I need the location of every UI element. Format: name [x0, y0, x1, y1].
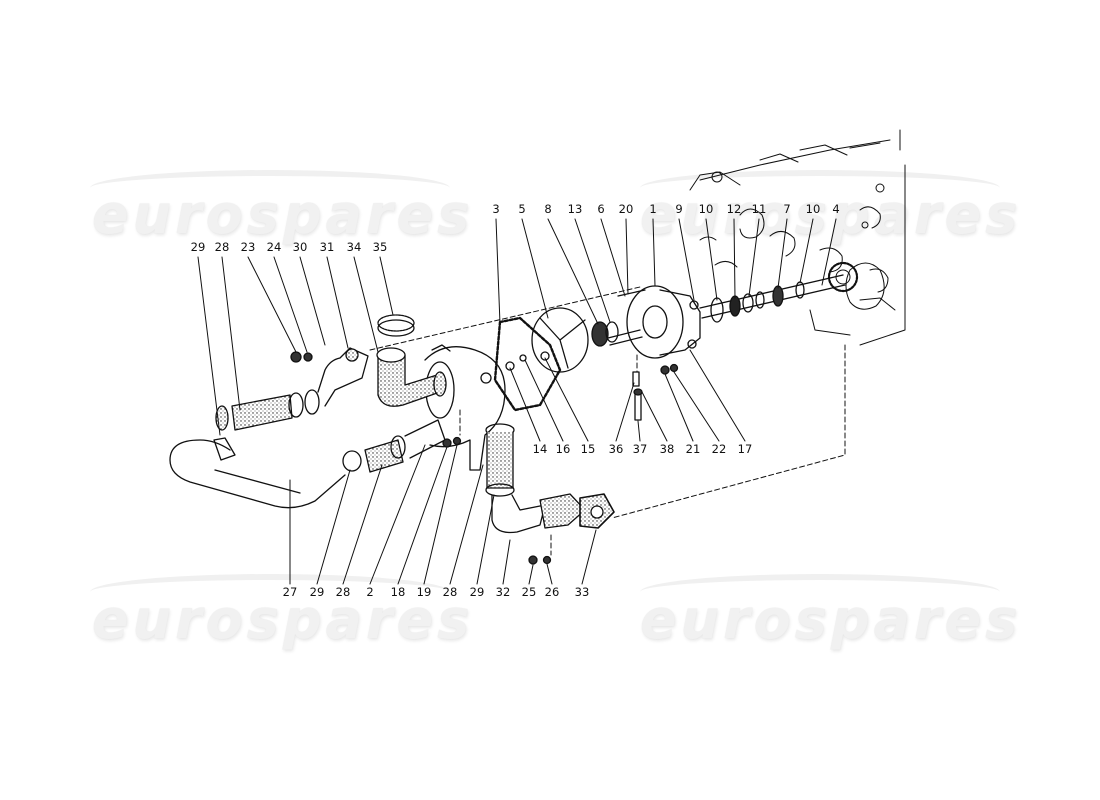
watermark-logo: eurospares [640, 588, 1022, 651]
callout-9: 9 [675, 202, 683, 216]
callout-26: 26 [544, 585, 560, 599]
callout-31: 31 [319, 240, 335, 254]
callout-34: 34 [346, 240, 362, 254]
callout-24: 24 [266, 240, 282, 254]
stud-pin [632, 363, 679, 421]
hose-clamp [377, 314, 415, 337]
callout-6: 6 [597, 202, 605, 216]
vertical-hose [485, 423, 615, 565]
watermark-logo: eurospares [640, 183, 1022, 246]
callout-36: 36 [608, 442, 624, 456]
leader-lines [197, 218, 837, 585]
callout-8: 8 [544, 202, 552, 216]
callout-28: 28 [214, 240, 230, 254]
elbow-hose [376, 347, 447, 407]
callout-7: 7 [783, 202, 791, 216]
callout-38: 38 [659, 442, 675, 456]
callout-29: 29 [469, 585, 485, 599]
callout-28: 28 [442, 585, 458, 599]
watermark-swoosh [90, 170, 450, 206]
callout-23: 23 [240, 240, 256, 254]
callout-14: 14 [532, 442, 548, 456]
callout-13: 13 [567, 202, 583, 216]
callout-29: 29 [190, 240, 206, 254]
watermark-swoosh [640, 574, 1000, 610]
pump-housing [424, 344, 506, 471]
callout-30: 30 [292, 240, 308, 254]
callout-29: 29 [309, 585, 325, 599]
callout-22: 22 [711, 442, 727, 456]
upper-pipe [169, 347, 369, 509]
callout-37: 37 [632, 442, 648, 456]
callout-27: 27 [282, 585, 298, 599]
callout-12: 12 [726, 202, 742, 216]
callout-20: 20 [618, 202, 634, 216]
callout-4: 4 [832, 202, 840, 216]
callout-19: 19 [416, 585, 432, 599]
engine-block [689, 129, 906, 346]
callout-10: 10 [805, 202, 821, 216]
pump-shaft [699, 274, 846, 323]
callout-3: 3 [492, 202, 500, 216]
callout-2: 2 [366, 585, 374, 599]
callout-16: 16 [555, 442, 571, 456]
callout-35: 35 [372, 240, 388, 254]
callout-10: 10 [698, 202, 714, 216]
callout-18: 18 [390, 585, 406, 599]
pump-body [607, 285, 701, 359]
watermark-logo: eurospares [92, 588, 474, 651]
callout-1: 1 [649, 202, 657, 216]
assembly-lines [369, 286, 846, 556]
callout-25: 25 [521, 585, 537, 599]
watermark-logo: eurospares [92, 183, 474, 246]
watermark-swoosh [90, 574, 450, 610]
callout-5: 5 [518, 202, 526, 216]
callout-15: 15 [580, 442, 596, 456]
callout-32: 32 [495, 585, 511, 599]
callout-21: 21 [685, 442, 701, 456]
callout-28: 28 [335, 585, 351, 599]
callout-11: 11 [751, 202, 767, 216]
gasket [493, 316, 562, 412]
watermark-swoosh [640, 170, 1000, 206]
callout-33: 33 [574, 585, 590, 599]
callout-17: 17 [737, 442, 753, 456]
lower-hose [342, 419, 462, 473]
